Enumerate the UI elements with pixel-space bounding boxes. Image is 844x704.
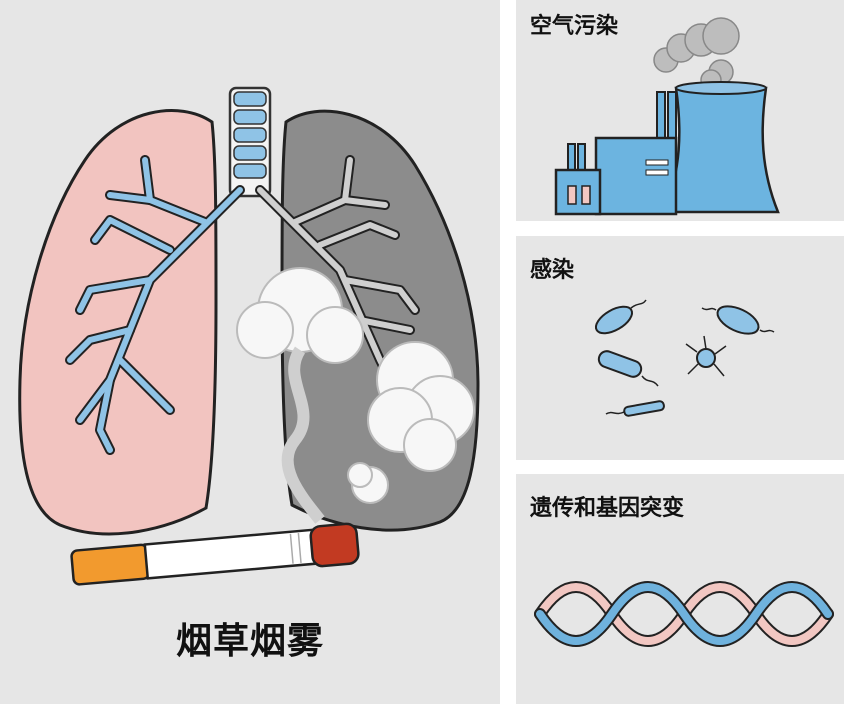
factory-building	[594, 136, 678, 216]
smoking-panel: 烟草烟雾	[0, 0, 500, 704]
bacterium-2	[701, 305, 775, 335]
lungs-illustration	[18, 86, 480, 586]
cigarette	[70, 522, 360, 586]
left-bronchi	[65, 155, 245, 455]
bacterium-4	[685, 335, 727, 377]
healthy-lung	[18, 109, 218, 536]
bacteria-illustration	[594, 299, 775, 417]
smoke-clouds	[236, 267, 475, 524]
genetics-label: 遗传和基因突变	[530, 496, 685, 521]
cooling-tower	[662, 86, 780, 214]
infection-panel: 感染	[516, 236, 844, 460]
air-pollution-label: 空气污染	[530, 14, 619, 39]
bacterium-5	[605, 400, 665, 417]
factory-smoke	[653, 17, 740, 91]
factory-illustration	[554, 17, 780, 216]
dna-helix	[534, 581, 834, 647]
bacterium-1	[594, 299, 647, 335]
genetics-panel: 遗传和基因突变	[516, 474, 844, 704]
infection-label: 感染	[530, 258, 575, 283]
dna-illustration	[534, 581, 834, 647]
smoking-label: 烟草烟雾	[175, 621, 324, 662]
bacterium-3	[597, 350, 659, 387]
air-pollution-panel: 空气污染	[516, 0, 844, 221]
